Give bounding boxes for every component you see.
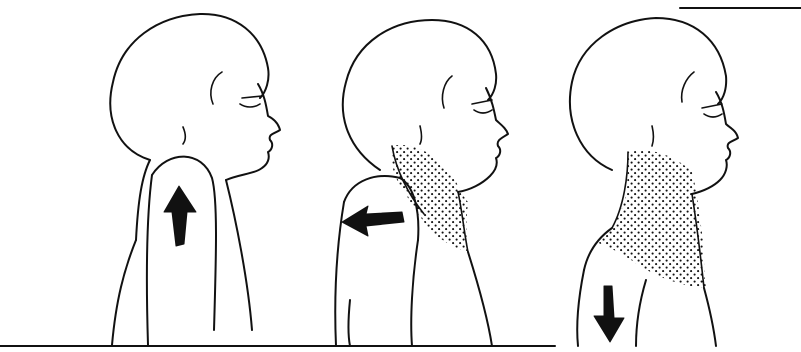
figure-2-shoulder-pulled-back [335, 20, 508, 346]
figure-1-shoulder-raised [110, 14, 280, 345]
stippled-neck-region-3 [596, 150, 706, 288]
down-arrow-icon [594, 286, 624, 342]
stippled-neck-region-2 [391, 145, 468, 252]
up-arrow-icon [164, 186, 196, 246]
figure-3-shoulder-lowered [570, 18, 738, 346]
left-arrow-icon [342, 206, 404, 236]
